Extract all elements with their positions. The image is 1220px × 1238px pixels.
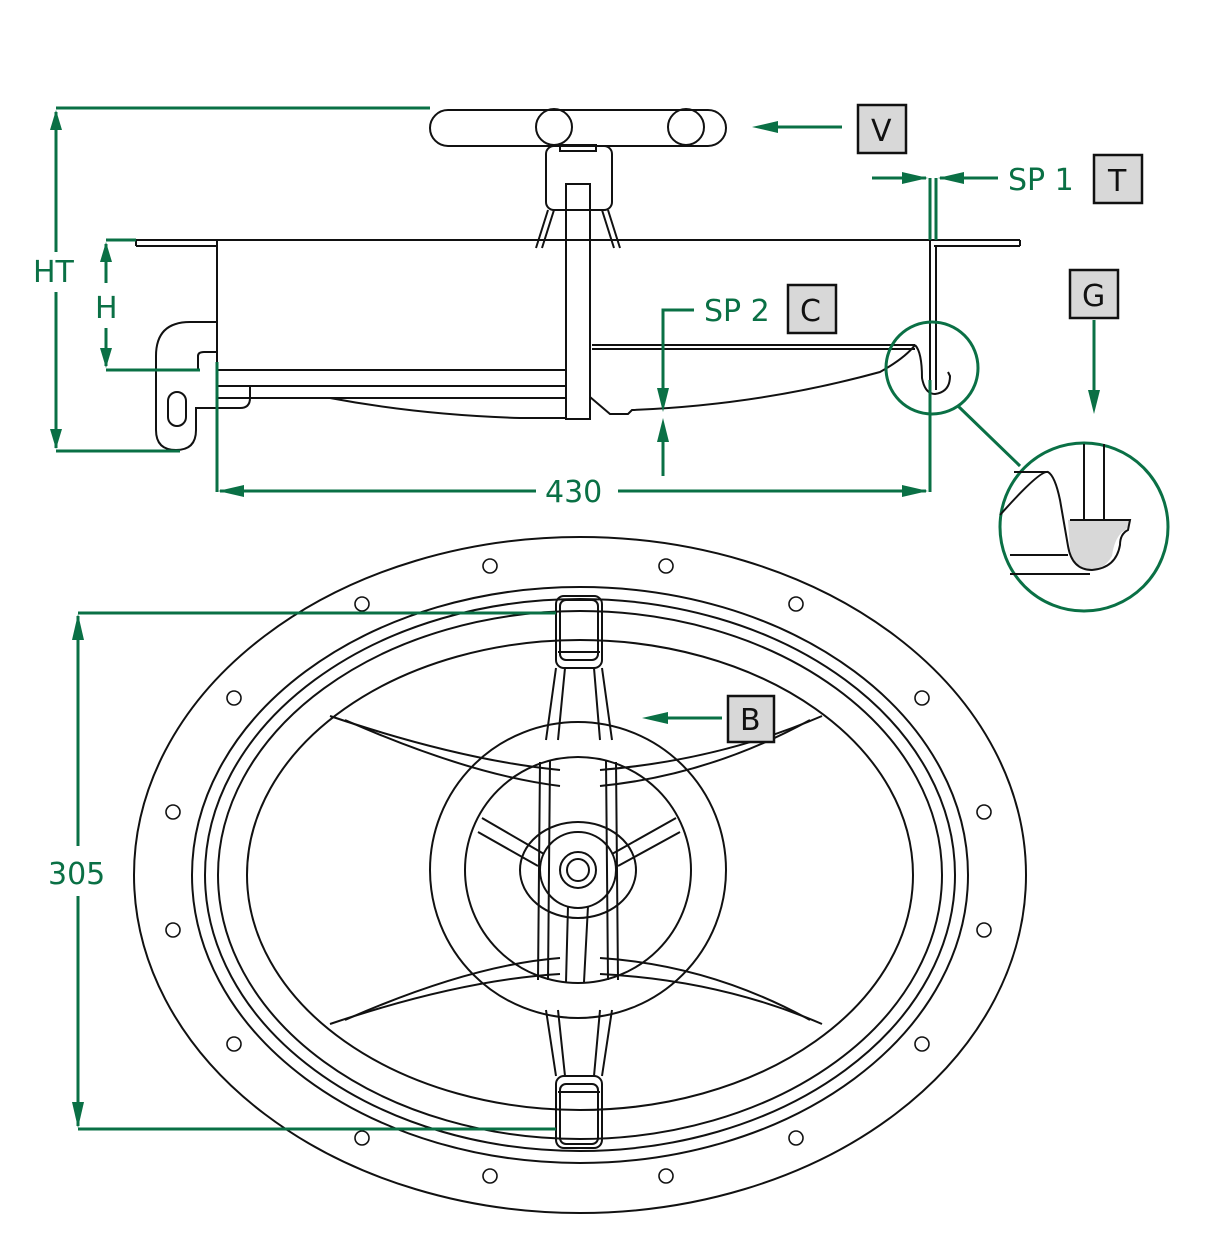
label-sp2: SP 2 (704, 294, 770, 329)
shaft (565, 183, 591, 420)
dimension-sp1: SP 1 (872, 163, 1074, 240)
lid-edge (246, 639, 914, 1111)
handwheel-spokes-upper (477, 817, 681, 867)
dimension-h: H (95, 238, 200, 372)
tag-c: C (786, 283, 838, 335)
label-ht: HT (33, 255, 75, 290)
dimension-sp2: SP 2 (657, 294, 770, 476)
tag-t: T (1092, 153, 1144, 205)
gasket-profile (914, 344, 952, 396)
flange-outer (133, 536, 1027, 1214)
top-view (133, 536, 1027, 1214)
handwheel-knob-right (667, 108, 705, 146)
tag-g-label: G (1082, 279, 1105, 314)
tag-t-label: T (1107, 164, 1127, 199)
dimension-ht: HT (33, 106, 430, 453)
label-h: H (95, 291, 118, 326)
handwheel-rim-outer (429, 721, 727, 1019)
label-sp1: SP 1 (1008, 163, 1074, 198)
side-view (135, 108, 1021, 452)
rib-bottom-outer (329, 973, 823, 1025)
dimension-height-top: 305 (48, 611, 556, 1131)
bar-center (537, 759, 619, 981)
lid-curve-left (329, 397, 565, 419)
handwheel-knob-left (535, 108, 573, 146)
tag-b: B (642, 694, 776, 744)
tag-b-label: B (740, 703, 761, 738)
label-305: 305 (48, 857, 105, 892)
tag-v-label: V (871, 114, 892, 149)
dimension-width-side: 430 (215, 362, 932, 510)
hub-outer (539, 831, 617, 909)
handwheel-spoke-lower (565, 905, 589, 983)
hub-legs (535, 209, 621, 249)
flange-inner (191, 586, 969, 1164)
hinge-pin (167, 391, 187, 427)
bolt-holes (165, 558, 992, 1184)
gasket-detail (884, 320, 1170, 613)
tag-c-label: C (800, 294, 821, 329)
tag-v: V (752, 103, 908, 155)
handwheel-hub (545, 145, 613, 211)
tag-g: G (1068, 268, 1120, 414)
handwheel-rim-inner (464, 756, 692, 984)
hub-top-plate (559, 144, 597, 152)
label-430: 430 (545, 475, 602, 510)
handwheel-bar (429, 109, 727, 147)
lid-curve-right (589, 344, 916, 415)
